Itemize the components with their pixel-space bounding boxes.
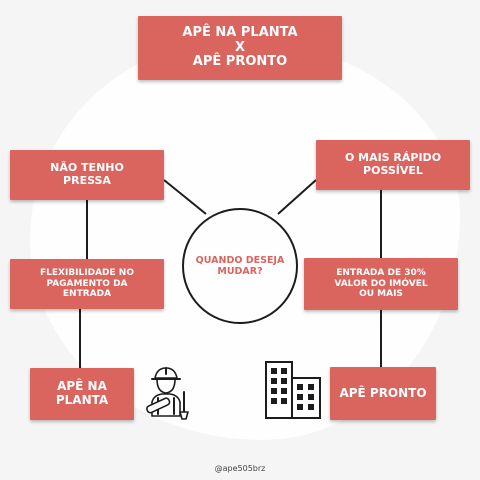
title-line-3: APÊ PRONTO [192, 54, 288, 70]
right-middle-line-1: ENTRADA DE 30% [336, 268, 426, 279]
right-bottom-line-1: APÊ PRONTO [339, 385, 427, 400]
center-question-circle: QUANDO DESEJA MUDAR? [182, 208, 298, 324]
title-box: APÊ NA PLANTA X APÊ PRONTO [138, 16, 342, 80]
left-top-line-1: NÃO TENHO [50, 161, 124, 175]
center-line-1: QUANDO DESEJA [195, 254, 285, 266]
right-bottom-box: APÊ PRONTO [330, 367, 436, 420]
left-top-box: NÃO TENHO PRESSA [10, 150, 164, 200]
title-line-1: APÊ NA PLANTA [182, 24, 298, 40]
credit-handle: @ape505brz [214, 464, 266, 473]
right-middle-line-2: VALOR DO IMÓVEL [334, 278, 428, 289]
left-middle-line-1: FLEXIBILIDADE NO [40, 268, 134, 279]
left-bottom-line-1: APÊ NA [57, 379, 107, 394]
center-line-2: MUDAR? [217, 266, 263, 277]
right-top-line-1: O MAIS RÁPIDO [344, 151, 442, 165]
construction-worker-icon [146, 367, 189, 420]
connector-center-right [277, 179, 317, 215]
left-middle-box: FLEXIBILIDADE NO PAGAMENTO DA ENTRADA [10, 259, 164, 309]
right-top-line-2: POSSÍVEL [363, 164, 423, 177]
title-line-2: X [234, 39, 245, 55]
left-bottom-box: APÊ NA PLANTA [30, 368, 134, 420]
connector-center-left [163, 179, 207, 215]
left-top-line-2: PRESSA [63, 174, 111, 187]
left-bottom-line-2: PLANTA [55, 393, 109, 407]
buildings-icon [265, 361, 321, 419]
left-middle-line-3: ENTRADA [62, 289, 112, 300]
right-top-box: O MAIS RÁPIDO POSSÍVEL [316, 140, 470, 190]
right-middle-box: ENTRADA DE 30% VALOR DO IMÓVEL OU MAIS [304, 258, 458, 310]
right-middle-line-3: OU MAIS [359, 289, 403, 300]
left-middle-line-2: PAGAMENTO DA [46, 278, 128, 289]
